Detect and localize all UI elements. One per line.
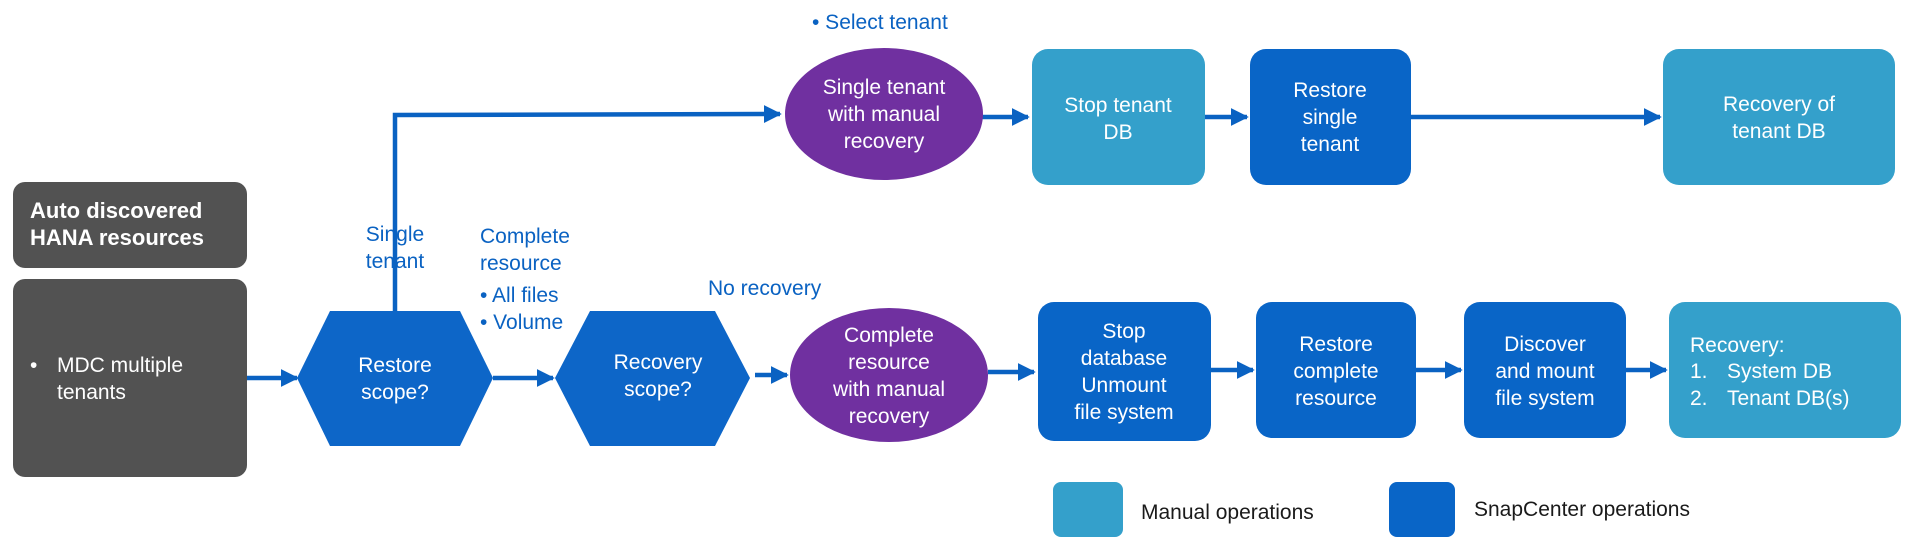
complete-ellipse-line-4: recovery (849, 405, 930, 428)
no-recovery-label: No recovery (708, 277, 822, 300)
recovery-item-1-number: 1. (1690, 360, 1708, 383)
restore-single-line-1: Restore (1293, 79, 1367, 102)
recovery-tenant-line-2: tenant DB (1732, 120, 1825, 143)
legend: Manual operations SnapCenter operations (1053, 482, 1690, 537)
resources-item-line-2: tenants (57, 381, 126, 404)
restore-complete-line-2: complete (1293, 360, 1378, 383)
single-tenant-label-line-1: Single (366, 223, 424, 246)
legend-manual-swatch (1053, 482, 1123, 537)
legend-snapcenter-swatch (1389, 482, 1455, 537)
volume-label: • Volume (480, 311, 563, 334)
restore-scope-decision: Restore scope? (297, 311, 493, 446)
resources-header-line-1: Auto discovered (30, 198, 202, 223)
single-tenant-label-line-2: tenant (366, 250, 425, 273)
select-tenant-label: • Select tenant (812, 11, 948, 34)
single-ellipse-line-2: with manual (827, 103, 940, 126)
restore-complete-line-1: Restore (1299, 333, 1373, 356)
complete-resource-manual-recovery: Complete resource with manual recovery (790, 308, 988, 442)
discover-mount-line-1: Discover (1504, 333, 1586, 356)
stop-tenant-line-2: DB (1103, 121, 1132, 144)
discover-mount-line-3: file system (1495, 387, 1594, 410)
single-tenant-manual-recovery: Single tenant with manual recovery (785, 48, 983, 180)
complete-resource-label-line-2: resource (480, 252, 562, 275)
recovery-of-tenant-db-box: Recovery of tenant DB (1663, 49, 1895, 185)
recovery-system-tenant-box: Recovery: 1. System DB 2. Tenant DB(s) (1669, 302, 1901, 438)
stop-database-line-1: Stop (1102, 320, 1145, 343)
restore-complete-resource-box: Restore complete resource (1256, 302, 1416, 438)
discover-mount-line-2: and mount (1495, 360, 1594, 383)
restore-single-line-3: tenant (1301, 133, 1360, 156)
restore-complete-line-3: resource (1295, 387, 1377, 410)
restore-single-tenant-box: Restore single tenant (1250, 49, 1411, 185)
recovery-title: Recovery: (1690, 334, 1785, 357)
recovery-scope-line-2: scope? (624, 378, 692, 401)
complete-resource-label-line-1: Complete (480, 225, 570, 248)
single-ellipse-line-3: recovery (844, 130, 925, 153)
restore-scope-line-1: Restore (358, 354, 432, 377)
resources-header-line-2: HANA resources (30, 225, 204, 250)
single-ellipse-line-1: Single tenant (823, 76, 946, 99)
recovery-item-2-number: 2. (1690, 387, 1708, 410)
complete-ellipse-line-3: with manual (832, 378, 945, 401)
restore-scope-line-2: scope? (361, 381, 429, 404)
resources-body-box: • MDC multiple tenants (13, 279, 247, 477)
resources-header-box: Auto discovered HANA resources (13, 182, 247, 268)
branch-labels: Single tenant Complete resource • All fi… (366, 11, 948, 334)
all-files-label: • All files (480, 284, 559, 307)
recovery-scope-decision: Recovery scope? (555, 311, 750, 446)
stop-database-line-3: Unmount (1081, 374, 1166, 397)
restore-single-line-2: single (1303, 106, 1358, 129)
recovery-scope-line-1: Recovery (614, 351, 703, 374)
connectors (245, 105, 1668, 387)
stop-database-line-2: database (1081, 347, 1167, 370)
discover-mount-filesystem-box: Discover and mount file system (1464, 302, 1626, 438)
stop-tenant-line-1: Stop tenant (1064, 94, 1172, 117)
stop-database-unmount-box: Stop database Unmount file system (1038, 302, 1211, 441)
recovery-item-2-text: Tenant DB(s) (1727, 387, 1850, 410)
complete-ellipse-line-2: resource (848, 351, 930, 374)
recovery-item-1-text: System DB (1727, 360, 1832, 383)
recovery-tenant-line-1: Recovery of (1723, 93, 1835, 116)
resources-bullet: • (30, 354, 37, 377)
complete-ellipse-line-1: Complete (844, 324, 934, 347)
stop-tenant-db-box: Stop tenant DB (1032, 49, 1205, 185)
arrow-single-tenant-branch (392, 105, 782, 283)
stop-database-line-4: file system (1074, 401, 1173, 424)
resources-item-line-1: MDC multiple (57, 354, 183, 377)
legend-snapcenter-label: SnapCenter operations (1474, 498, 1690, 521)
legend-manual-label: Manual operations (1141, 501, 1314, 524)
